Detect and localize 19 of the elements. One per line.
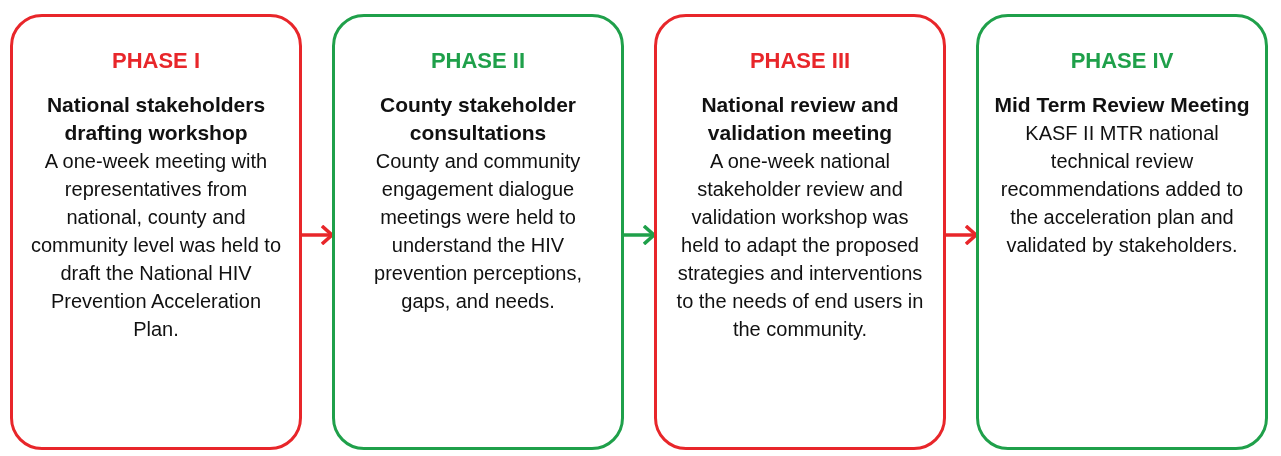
phase-card	[976, 14, 1268, 450]
phase-title: Mid Term Review Meeting	[993, 92, 1251, 118]
phase-label: PHASE IV	[1069, 47, 1175, 75]
phase-label: PHASE II	[429, 47, 527, 75]
phase-card	[332, 14, 624, 450]
phase-card	[10, 14, 302, 450]
phase-title: National stakeholders drafting workshop	[45, 92, 267, 146]
phase-description: KASF II MTR national technical review recommendations added to the acceleration plan and validated by stakeholders.	[999, 121, 1245, 258]
phase-description: A one-week national stakeholder review and validation workshop was held to adapt the proposed strategies and interventions to the needs of end users in the community.	[675, 149, 925, 342]
phase-title: County stakeholder consultations	[378, 92, 577, 146]
phase-description: A one-week meeting with representatives from national, county and community level was held to draft the National HIV Prevention Acceleration Plan.	[29, 149, 283, 342]
arrow	[302, 224, 334, 246]
phase-label: PHASE I	[111, 47, 201, 75]
phase-card	[654, 14, 946, 450]
phase-title: National review and validation meeting	[700, 92, 900, 146]
phase-label: PHASE III	[748, 47, 852, 75]
arrow	[946, 224, 978, 246]
arrow	[624, 224, 656, 246]
phase-description: County and community engagement dialogue meetings were held to understand the HIV prevention perceptions, gaps, and needs.	[373, 149, 583, 314]
